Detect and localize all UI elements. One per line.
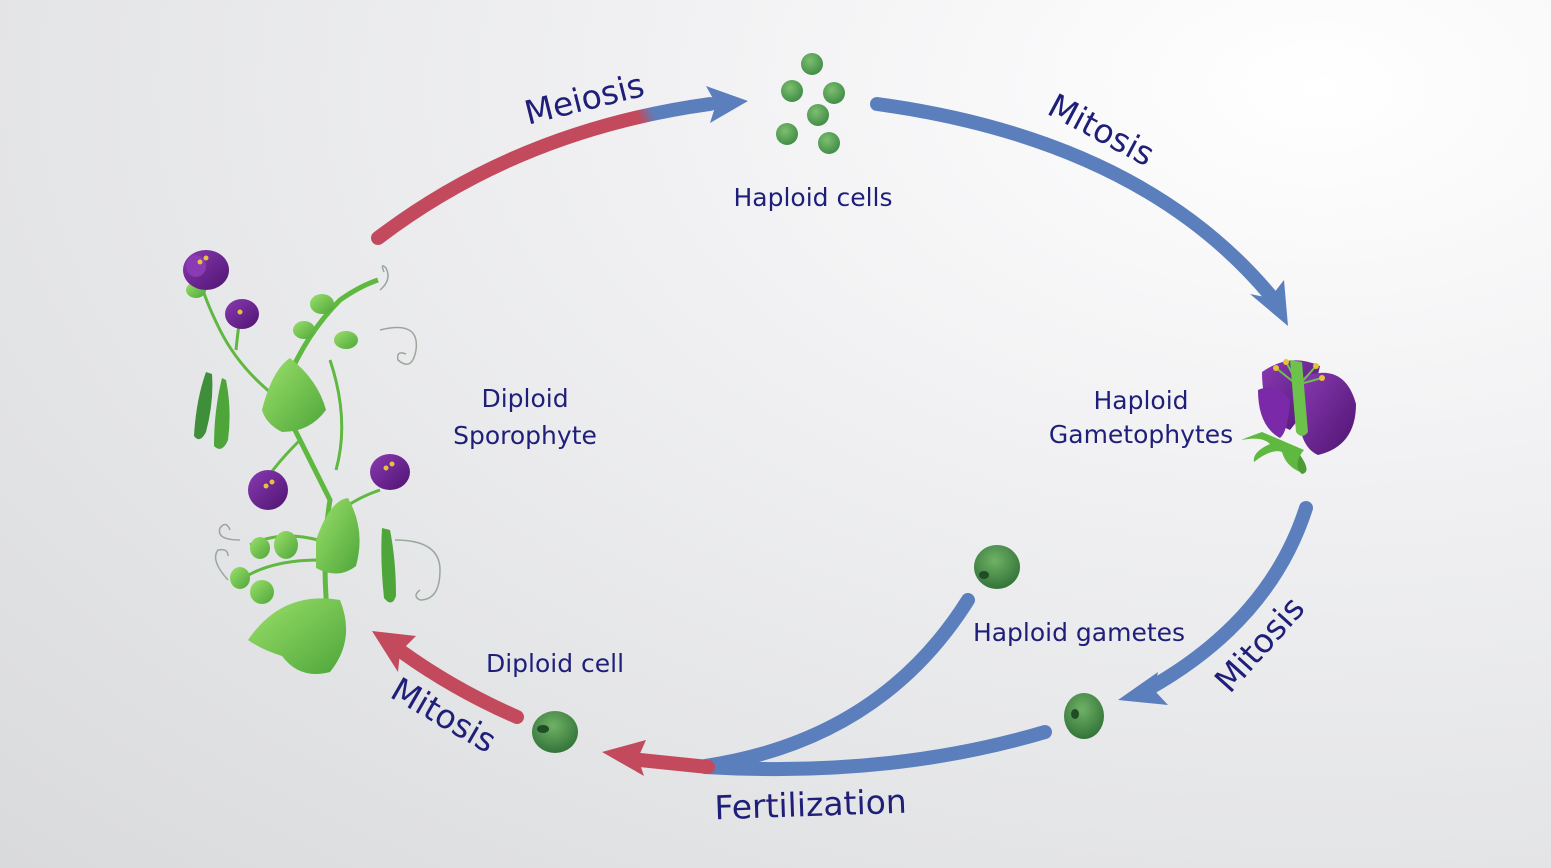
pea-flower-icon bbox=[248, 470, 288, 510]
pea-flower-icon bbox=[370, 454, 410, 490]
haploid-gametes-label: Haploid gametes bbox=[973, 618, 1185, 647]
mitosis-top-arrow bbox=[870, 97, 1288, 326]
purple-flower-icon bbox=[1241, 359, 1356, 474]
haploid-cells-label: Haploid cells bbox=[733, 183, 892, 212]
green-cell-icon bbox=[781, 80, 803, 102]
green-cell-icon bbox=[776, 123, 798, 145]
haploid-gametophytes-label-line2: Gametophytes bbox=[1049, 420, 1233, 449]
green-cell-icon bbox=[823, 82, 845, 104]
pea-flower-icon bbox=[183, 250, 229, 290]
green-cell-icon bbox=[818, 132, 840, 154]
fertilization-arrow bbox=[602, 593, 1052, 777]
diploid-sporophyte-label-line2: Sporophyte bbox=[453, 421, 597, 450]
haploid-gamete-top bbox=[974, 545, 1020, 589]
diploid-cell-icon bbox=[532, 711, 578, 753]
mitosis-bottom-left-arrow bbox=[372, 631, 524, 724]
green-cell-icon bbox=[807, 104, 829, 126]
haploid-gametophytes-label-line1: Haploid bbox=[1093, 386, 1188, 415]
diploid-cell-label: Diploid cell bbox=[486, 649, 624, 678]
mitosis-right-arrow bbox=[1118, 501, 1313, 705]
pea-flower-icon bbox=[225, 299, 259, 329]
pea-plant-icon bbox=[183, 250, 441, 674]
haploid-cells-cluster bbox=[776, 53, 845, 154]
haploid-gamete-bottom bbox=[1064, 693, 1104, 739]
green-cell-icon bbox=[801, 53, 823, 75]
meiosis-arrow bbox=[371, 86, 748, 245]
diploid-sporophyte-label-line1: Diploid bbox=[481, 384, 568, 413]
fertilization-label: Fertilization bbox=[714, 782, 907, 828]
